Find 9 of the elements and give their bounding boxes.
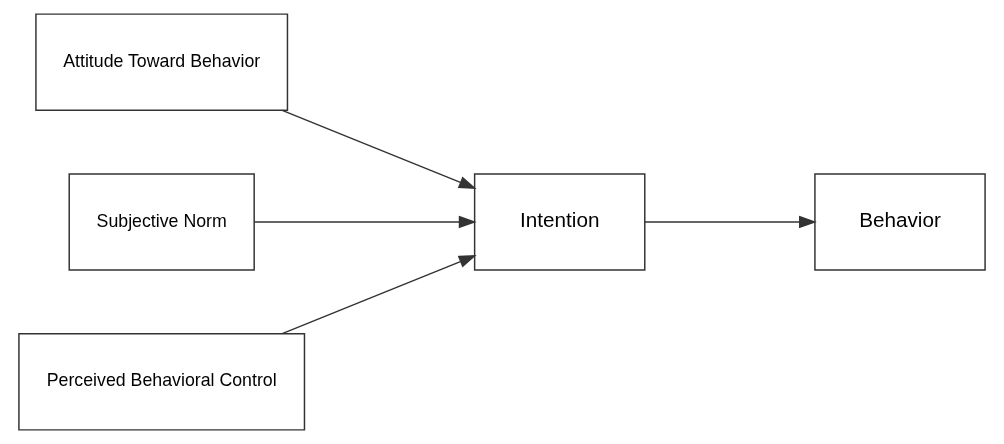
- node-box: Subjective Norm: [68, 173, 255, 271]
- arrow: [253, 215, 477, 229]
- node-box: Intention: [473, 173, 646, 271]
- node-box: Perceived Behavioral Control: [18, 332, 306, 431]
- arrow: [281, 109, 477, 189]
- node-box: Attitude Toward Behavior: [35, 13, 289, 112]
- node-box: Behavior: [814, 173, 986, 271]
- arrow: [281, 255, 477, 335]
- arrow: [644, 215, 817, 229]
